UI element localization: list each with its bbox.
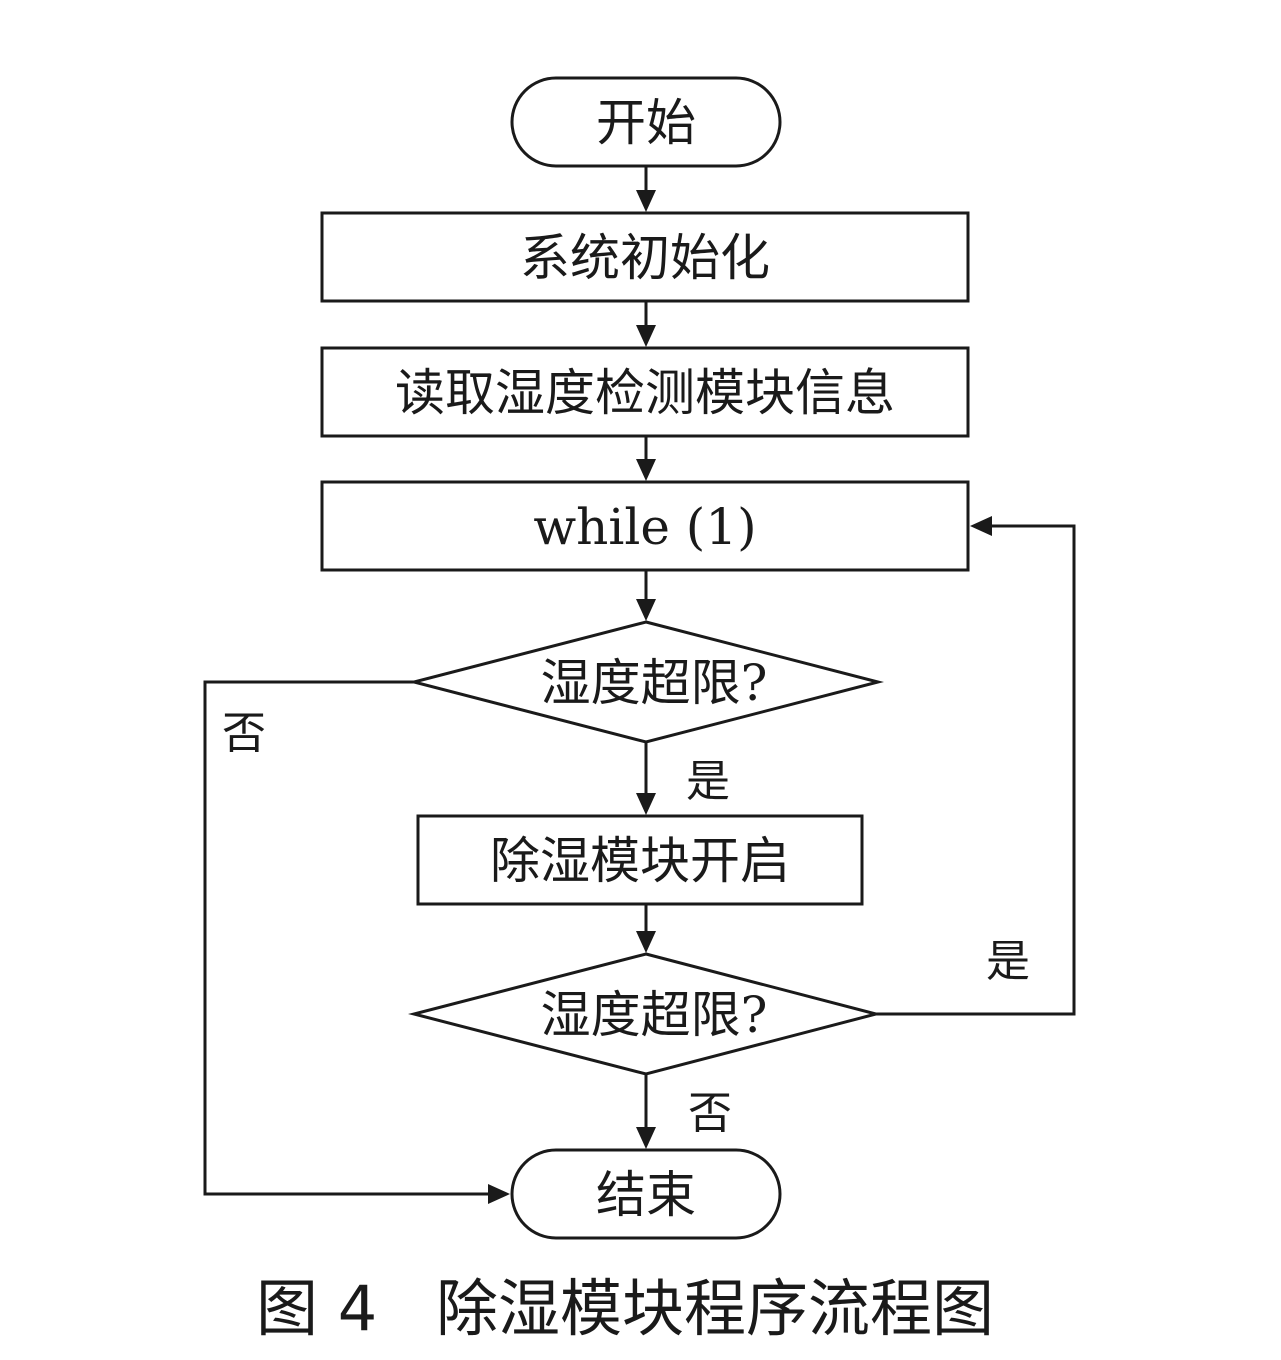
- edge-label-check2-yes: 是: [986, 936, 1030, 987]
- figure-caption: 图 4 除湿模块程序流程图: [256, 1272, 994, 1345]
- node-check1-label: 湿度超限?: [541, 654, 768, 712]
- node-enable: 除湿模块开启: [416, 814, 864, 906]
- node-check2: 湿度超限?: [408, 952, 882, 1076]
- node-loop: while (1): [320, 480, 970, 572]
- node-enable-label: 除湿模块开启: [490, 832, 790, 890]
- edge-read-to-loop: [636, 436, 656, 481]
- edge-start-to-init: [636, 166, 656, 212]
- node-start-label: 开始: [596, 94, 696, 152]
- node-read: 读取湿度检测模块信息: [320, 346, 970, 438]
- node-start: 开始: [510, 76, 782, 168]
- edge-enable-to-check2: [636, 904, 656, 953]
- edge-check2-yes-loopback: [876, 516, 1076, 1016]
- node-check2-label: 湿度超限?: [541, 986, 768, 1044]
- edge-check1-yes: [636, 742, 656, 815]
- caption-figure-number: 图 4: [256, 1272, 377, 1345]
- caption-title: 除湿模块程序流程图: [436, 1272, 994, 1345]
- edge-init-to-read: [636, 301, 656, 347]
- node-init-label: 系统初始化: [520, 229, 770, 287]
- edge-loop-to-check1: [636, 570, 656, 621]
- edge-label-check1-no: 否: [222, 708, 266, 759]
- edge-label-check2-no: 否: [688, 1088, 732, 1139]
- node-end-label: 结束: [596, 1166, 696, 1224]
- edge-check1-no-to-end: [203, 680, 510, 1204]
- node-check1: 湿度超限?: [408, 620, 884, 744]
- edge-label-check1-yes: 是: [686, 756, 730, 807]
- node-read-label: 读取湿度检测模块信息: [395, 364, 895, 422]
- node-loop-label: while (1): [533, 498, 756, 556]
- edge-check2-no: [636, 1074, 656, 1149]
- node-init: 系统初始化: [320, 211, 970, 303]
- node-end: 结束: [510, 1148, 782, 1240]
